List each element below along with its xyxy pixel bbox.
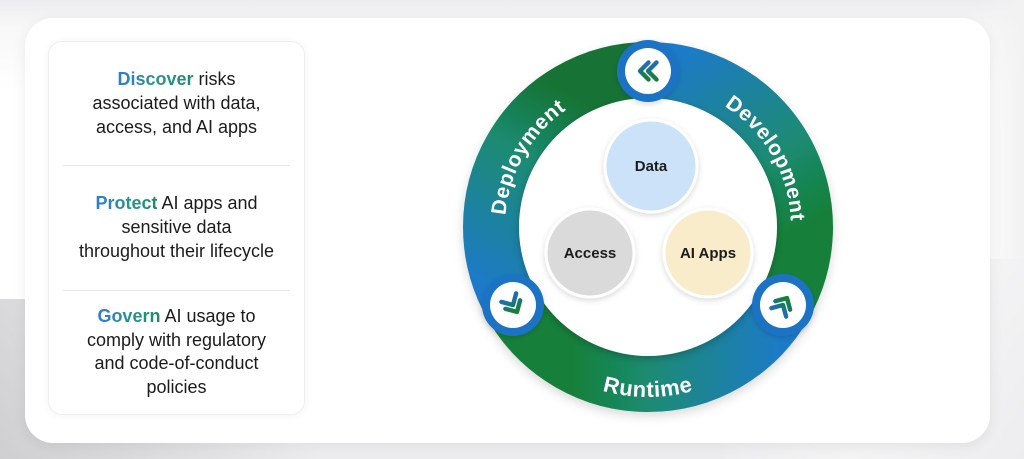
- badge-bottom-right: [752, 274, 814, 336]
- ring-segment-development: [647, 42, 833, 320]
- keyword-govern: Govern: [97, 305, 161, 326]
- double-chevron-up-icon: [769, 295, 793, 319]
- feature-item-discover: Discover risks associated with data, acc…: [49, 42, 304, 165]
- keyword-discover: Discover: [117, 69, 194, 90]
- node-data: [603, 118, 699, 214]
- ring-segment-runtime: [487, 289, 809, 412]
- node-ai-apps-label: AI Apps: [680, 245, 736, 262]
- keyword-protect: Protect: [95, 193, 158, 214]
- divider: [63, 165, 290, 167]
- badge-top: [617, 40, 679, 102]
- feature-item-govern: Govern AI usage to comply with regulator…: [49, 291, 304, 414]
- divider: [63, 289, 290, 291]
- node-access-label: Access: [564, 245, 617, 262]
- node-access: [544, 207, 636, 299]
- ring-segment-deployment: [463, 42, 649, 320]
- feature-item-protect: Protect AI apps and sensitive data throu…: [49, 166, 304, 289]
- node-ai-apps: [662, 207, 754, 299]
- double-chevron-left-icon: [637, 60, 659, 82]
- feature-text-discover: risks associated with data, access, and …: [92, 69, 261, 137]
- ai-lifecycle-diagram: Development Deployment Runtime Data Acce…: [463, 40, 833, 412]
- double-chevron-down-icon: [499, 291, 523, 315]
- feature-text-protect: AI apps and sensitive data throughout th…: [78, 193, 275, 261]
- node-data-label: Data: [635, 158, 668, 175]
- feature-text-govern: AI usage to comply with regulatory and c…: [86, 305, 267, 398]
- badge-bottom-left: [482, 274, 544, 336]
- features-card: Discover risks associated with data, acc…: [48, 41, 305, 415]
